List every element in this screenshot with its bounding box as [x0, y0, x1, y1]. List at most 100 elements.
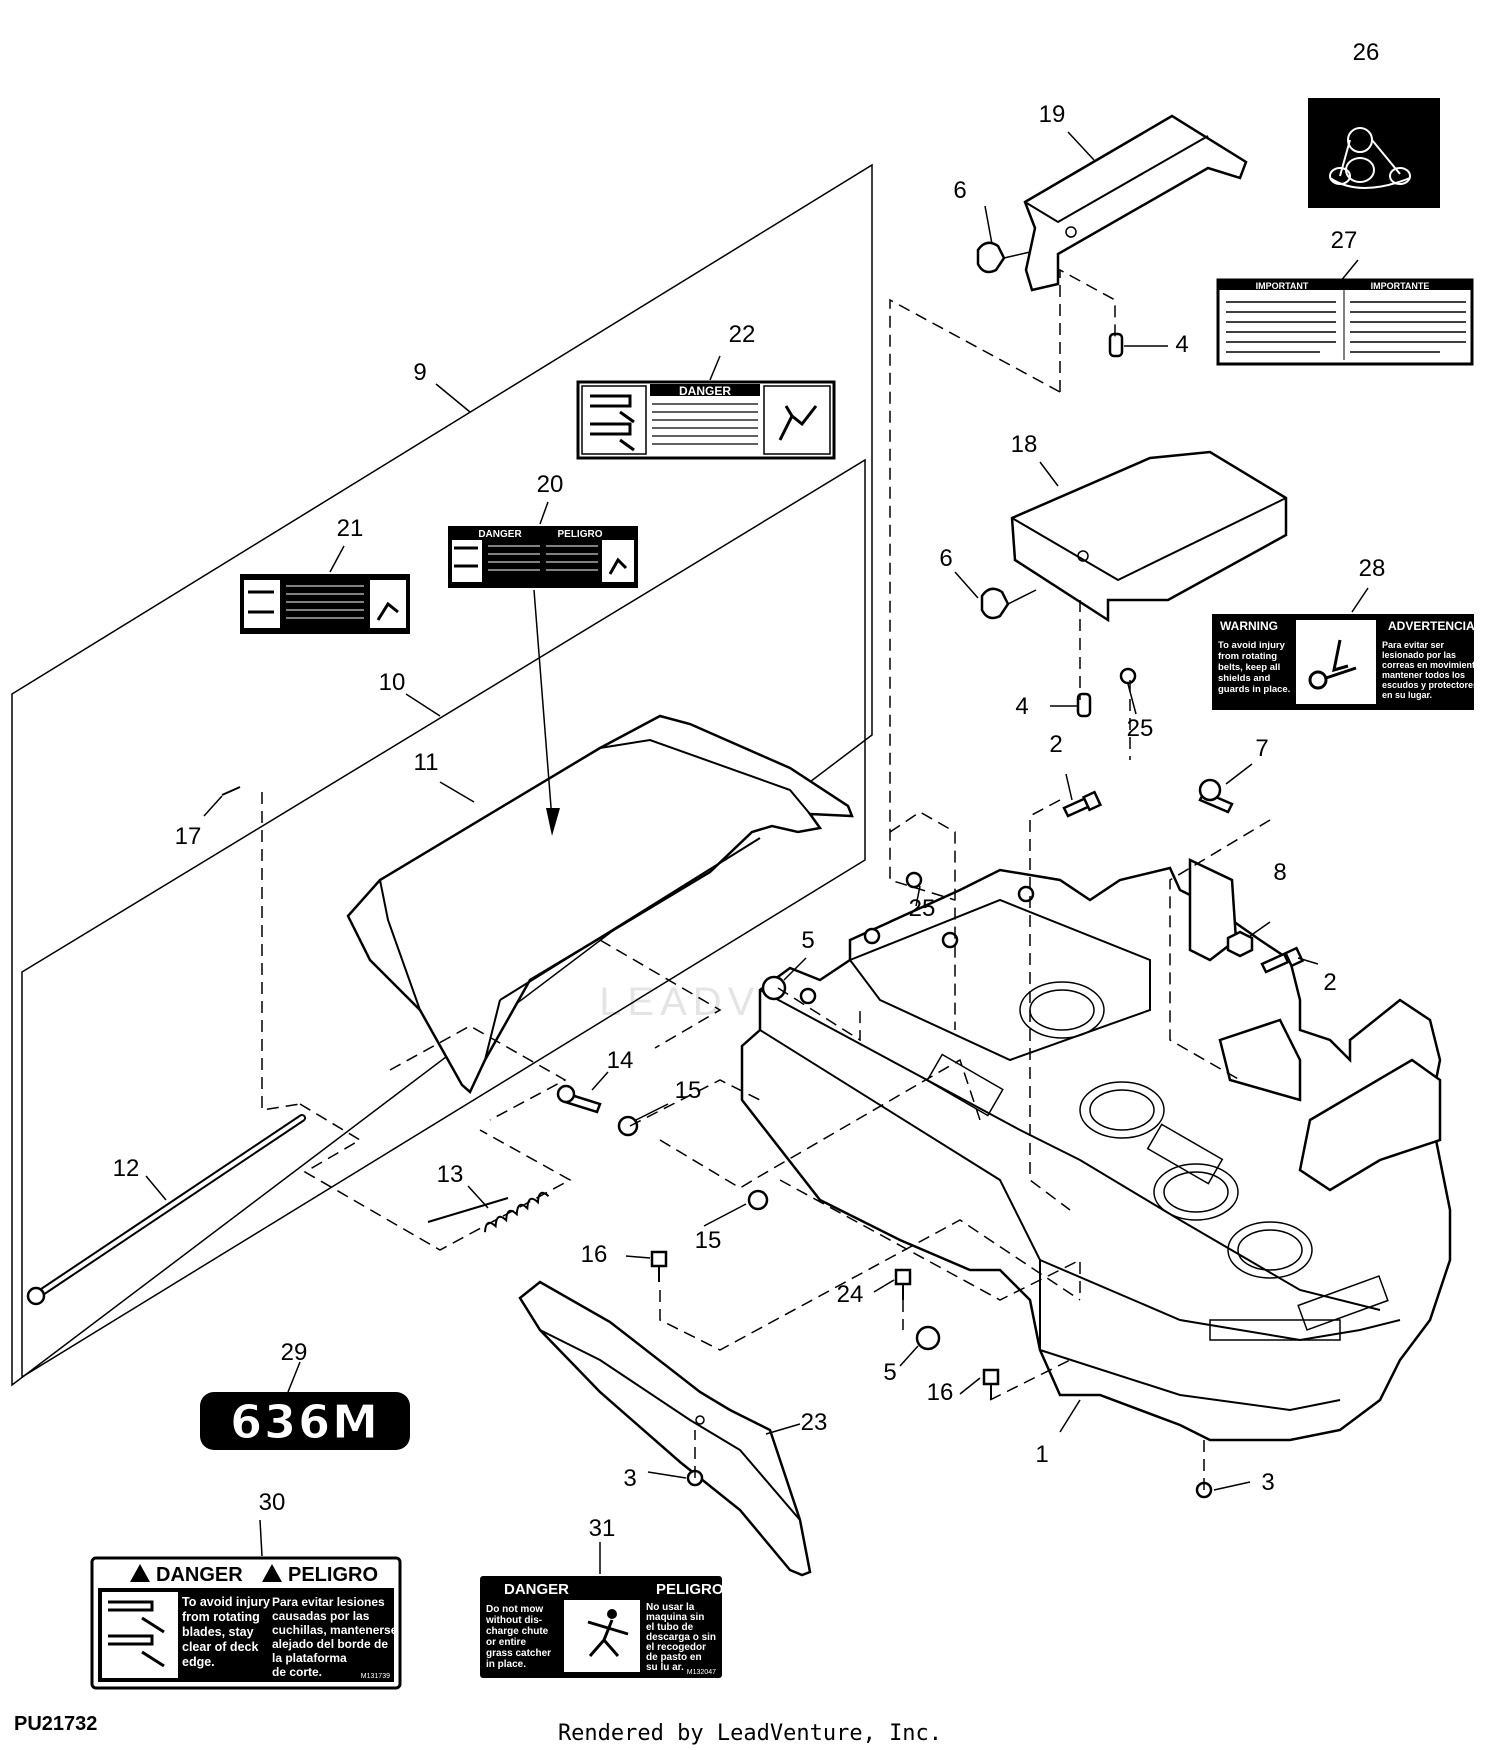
l31-es-line: No usar la: [646, 1602, 695, 1613]
l30-en-line: blades, stay: [182, 1625, 254, 1639]
callout-c16b: 16: [927, 1379, 954, 1406]
spacer-upper: [1108, 332, 1124, 358]
l31-en-line: Do not mow: [486, 1604, 543, 1615]
callout-c3a: 3: [623, 1465, 636, 1492]
l30-es-line: cuchillas, mantenerse: [272, 1623, 398, 1637]
callout-c15b: 15: [695, 1227, 722, 1254]
l28-en-line: belts, keep all: [1218, 662, 1280, 673]
callout-c24: 24: [837, 1281, 864, 1308]
label-21-danger: [240, 574, 410, 634]
l30-es-line: Para evitar lesiones: [272, 1595, 385, 1609]
callout-c1: 1: [1035, 1441, 1048, 1468]
label-20-danger: DANGER PELIGRO: [448, 526, 638, 588]
l30-es-line: causadas por las: [272, 1609, 370, 1623]
callout-c4b: 4: [1015, 693, 1028, 720]
label-28-warning: WARNING ADVERTENCIA To avoid injuryfrom …: [1212, 614, 1483, 710]
hardware: [556, 667, 1305, 1499]
footer-credit: Rendered by LeadVenture, Inc.: [558, 1721, 942, 1746]
callout-c15a: 15: [675, 1077, 702, 1104]
model-badge-636m: 636M: [200, 1392, 410, 1450]
cotter-pin: [221, 786, 241, 796]
l30-es-line: la plataforma: [272, 1651, 347, 1665]
l31-en-line: grass catcher: [486, 1648, 551, 1659]
callout-c18: 18: [1011, 431, 1038, 458]
side-skirt: [518, 1280, 812, 1577]
callout-c4a: 4: [1175, 331, 1188, 358]
callout-c19: 19: [1039, 101, 1066, 128]
belt-shield-upper: [1023, 114, 1248, 292]
callout-c12: 12: [113, 1155, 140, 1182]
callout-c29: 29: [281, 1339, 308, 1366]
l31-es-line: de pasto en: [646, 1652, 702, 1663]
l30-en-line: To avoid injury: [182, 1595, 270, 1609]
svg-text:DANGER: DANGER: [156, 1564, 243, 1586]
callout-c22: 22: [729, 321, 756, 348]
svg-text:PELIGRO: PELIGRO: [656, 1581, 724, 1598]
leader-lines: [145, 131, 1369, 1574]
callout-c27: 27: [1331, 227, 1358, 254]
callout-c2b: 2: [1323, 969, 1336, 996]
l31-es-line: descarga o sin: [646, 1632, 716, 1643]
l31-es-line: su lu ar.: [646, 1662, 684, 1673]
callout-c28: 28: [1359, 555, 1386, 582]
callout-c5b: 5: [883, 1359, 896, 1386]
wing-nut-lower: [980, 587, 1037, 620]
figure-id: PU21732: [14, 1713, 97, 1735]
belt-shield-lower: [1010, 450, 1288, 623]
svg-text:DANGER: DANGER: [478, 529, 522, 540]
svg-text:636M: 636M: [230, 1395, 380, 1449]
l30-en-line: from rotating: [182, 1610, 260, 1624]
callout-c20: 20: [537, 471, 564, 498]
l31-en-line: without dis-: [485, 1615, 542, 1626]
l28-en-line: guards in place.: [1218, 684, 1290, 695]
svg-text:M132047: M132047: [687, 1669, 716, 1676]
l30-es-line: de corte.: [272, 1665, 322, 1679]
callout-c23: 23: [801, 1409, 828, 1436]
callout-c26: 26: [1353, 39, 1380, 66]
l28-es-line: Para evitar ser: [1382, 640, 1445, 650]
svg-text:DANGER: DANGER: [504, 1581, 569, 1598]
callout-c31: 31: [589, 1515, 616, 1542]
callout-c8: 8: [1273, 859, 1286, 886]
callout-c14: 14: [607, 1047, 634, 1074]
callout-c25b: 25: [909, 895, 936, 922]
l28-es-line: mantener todos los: [1382, 670, 1465, 680]
l28-en-line: shields and: [1218, 673, 1270, 684]
l30-en-line: edge.: [182, 1655, 215, 1669]
callout-c11: 11: [414, 749, 439, 776]
callout-c6b: 6: [939, 545, 952, 572]
callout-c10: 10: [379, 669, 406, 696]
l28-en-line: from rotating: [1218, 651, 1277, 662]
svg-text:ADVERTENCIA: ADVERTENCIA: [1388, 619, 1475, 633]
l28-en-line: To avoid injury: [1218, 640, 1286, 651]
l31-en-line: or entire: [486, 1637, 526, 1648]
svg-text:DANGER: DANGER: [679, 384, 731, 398]
spacer-lower: [1076, 692, 1092, 718]
svg-text:M131739: M131739: [361, 1673, 390, 1680]
l28-es-line: escudos y protectores: [1382, 680, 1478, 690]
wing-nut-upper: [976, 241, 1031, 274]
l31-es-line: maquina sin: [646, 1612, 704, 1623]
callout-c5a: 5: [801, 927, 814, 954]
svg-text:PELIGRO: PELIGRO: [288, 1564, 378, 1586]
l28-es-line: en su lugar.: [1382, 690, 1432, 700]
mower-deck-cover-sheets: [11, 163, 873, 1387]
callout-c6a: 6: [953, 177, 966, 204]
label-22-danger: DANGER: [576, 380, 836, 460]
label-27-important: IMPORTANT IMPORTANTE: [1216, 278, 1474, 366]
belt-routing-decal: [1308, 98, 1440, 208]
l30-es-line: alejado del borde de: [272, 1637, 388, 1651]
l31-es-line: el recogedor: [646, 1642, 706, 1653]
label-20-arrow: [533, 589, 560, 836]
svg-text:PELIGRO: PELIGRO: [557, 529, 602, 540]
callout-c9: 9: [413, 359, 426, 386]
hinge-rod: [26, 1114, 306, 1306]
callout-c16a: 16: [581, 1241, 608, 1268]
svg-text:IMPORTANTE: IMPORTANTE: [1371, 281, 1430, 291]
l28-es-line: lesionado por las: [1382, 650, 1456, 660]
callout-c17: 17: [175, 823, 202, 850]
